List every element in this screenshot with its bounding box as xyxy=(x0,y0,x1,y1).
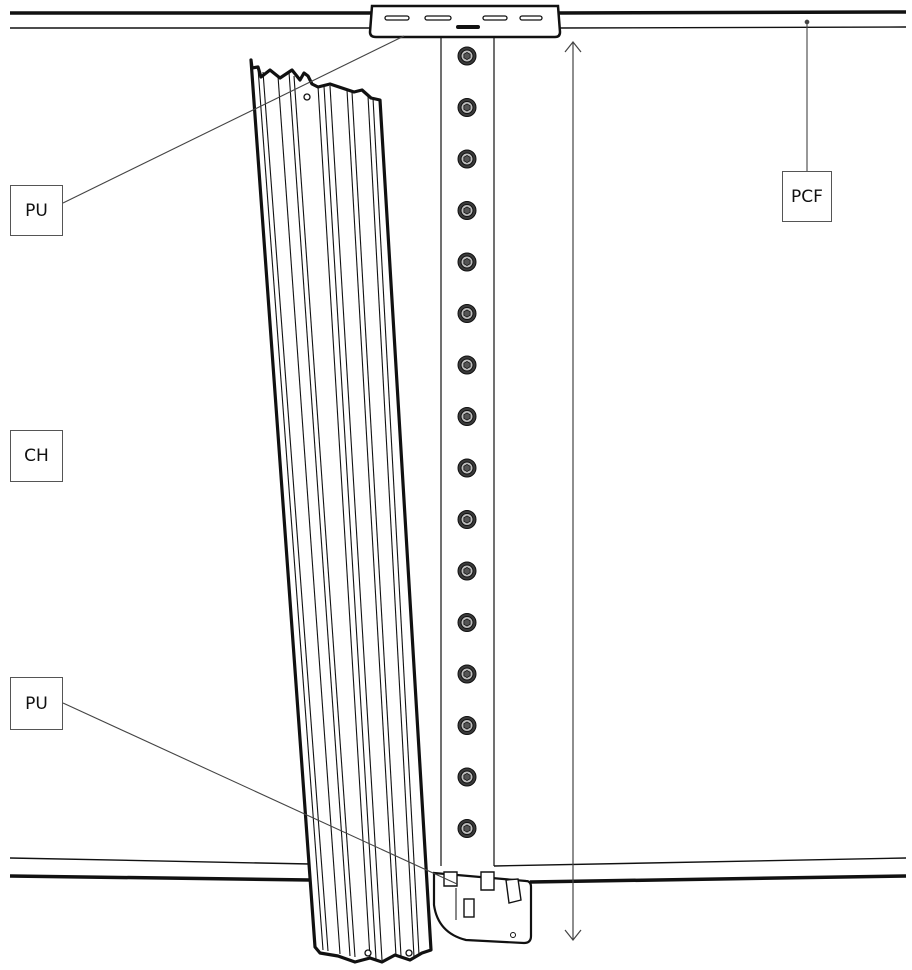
fastener xyxy=(457,252,477,272)
fastener xyxy=(457,716,477,735)
fastener xyxy=(457,407,477,426)
fastener xyxy=(457,819,477,838)
leader-lines xyxy=(62,19,810,885)
fastener-strip xyxy=(440,32,495,866)
tilted-panel xyxy=(249,58,433,964)
callout-pu-bottom: PU xyxy=(10,677,63,730)
fastener xyxy=(457,613,477,632)
fastener xyxy=(457,304,477,323)
fastener xyxy=(457,355,477,375)
fastener xyxy=(457,458,477,478)
callout-pu-top: PU xyxy=(10,185,63,236)
fastener xyxy=(457,98,477,117)
callout-pcf: PCF xyxy=(782,171,832,222)
top-rail xyxy=(10,10,907,29)
height-dimension-arrow xyxy=(564,41,582,941)
fastener xyxy=(457,510,477,529)
fastener xyxy=(457,561,477,581)
fastener xyxy=(457,201,477,220)
leader-pu-top xyxy=(62,35,405,204)
fastener xyxy=(457,767,477,787)
bottom-rail xyxy=(9,857,907,884)
top-clip-bracket xyxy=(368,4,562,39)
leader-pu-bottom xyxy=(62,702,458,885)
callout-ch: CH xyxy=(10,430,63,482)
fasteners xyxy=(457,46,477,838)
bottom-clip-bracket xyxy=(432,871,533,945)
fastener xyxy=(457,46,477,66)
fastener xyxy=(457,664,477,684)
fastener xyxy=(457,149,477,169)
